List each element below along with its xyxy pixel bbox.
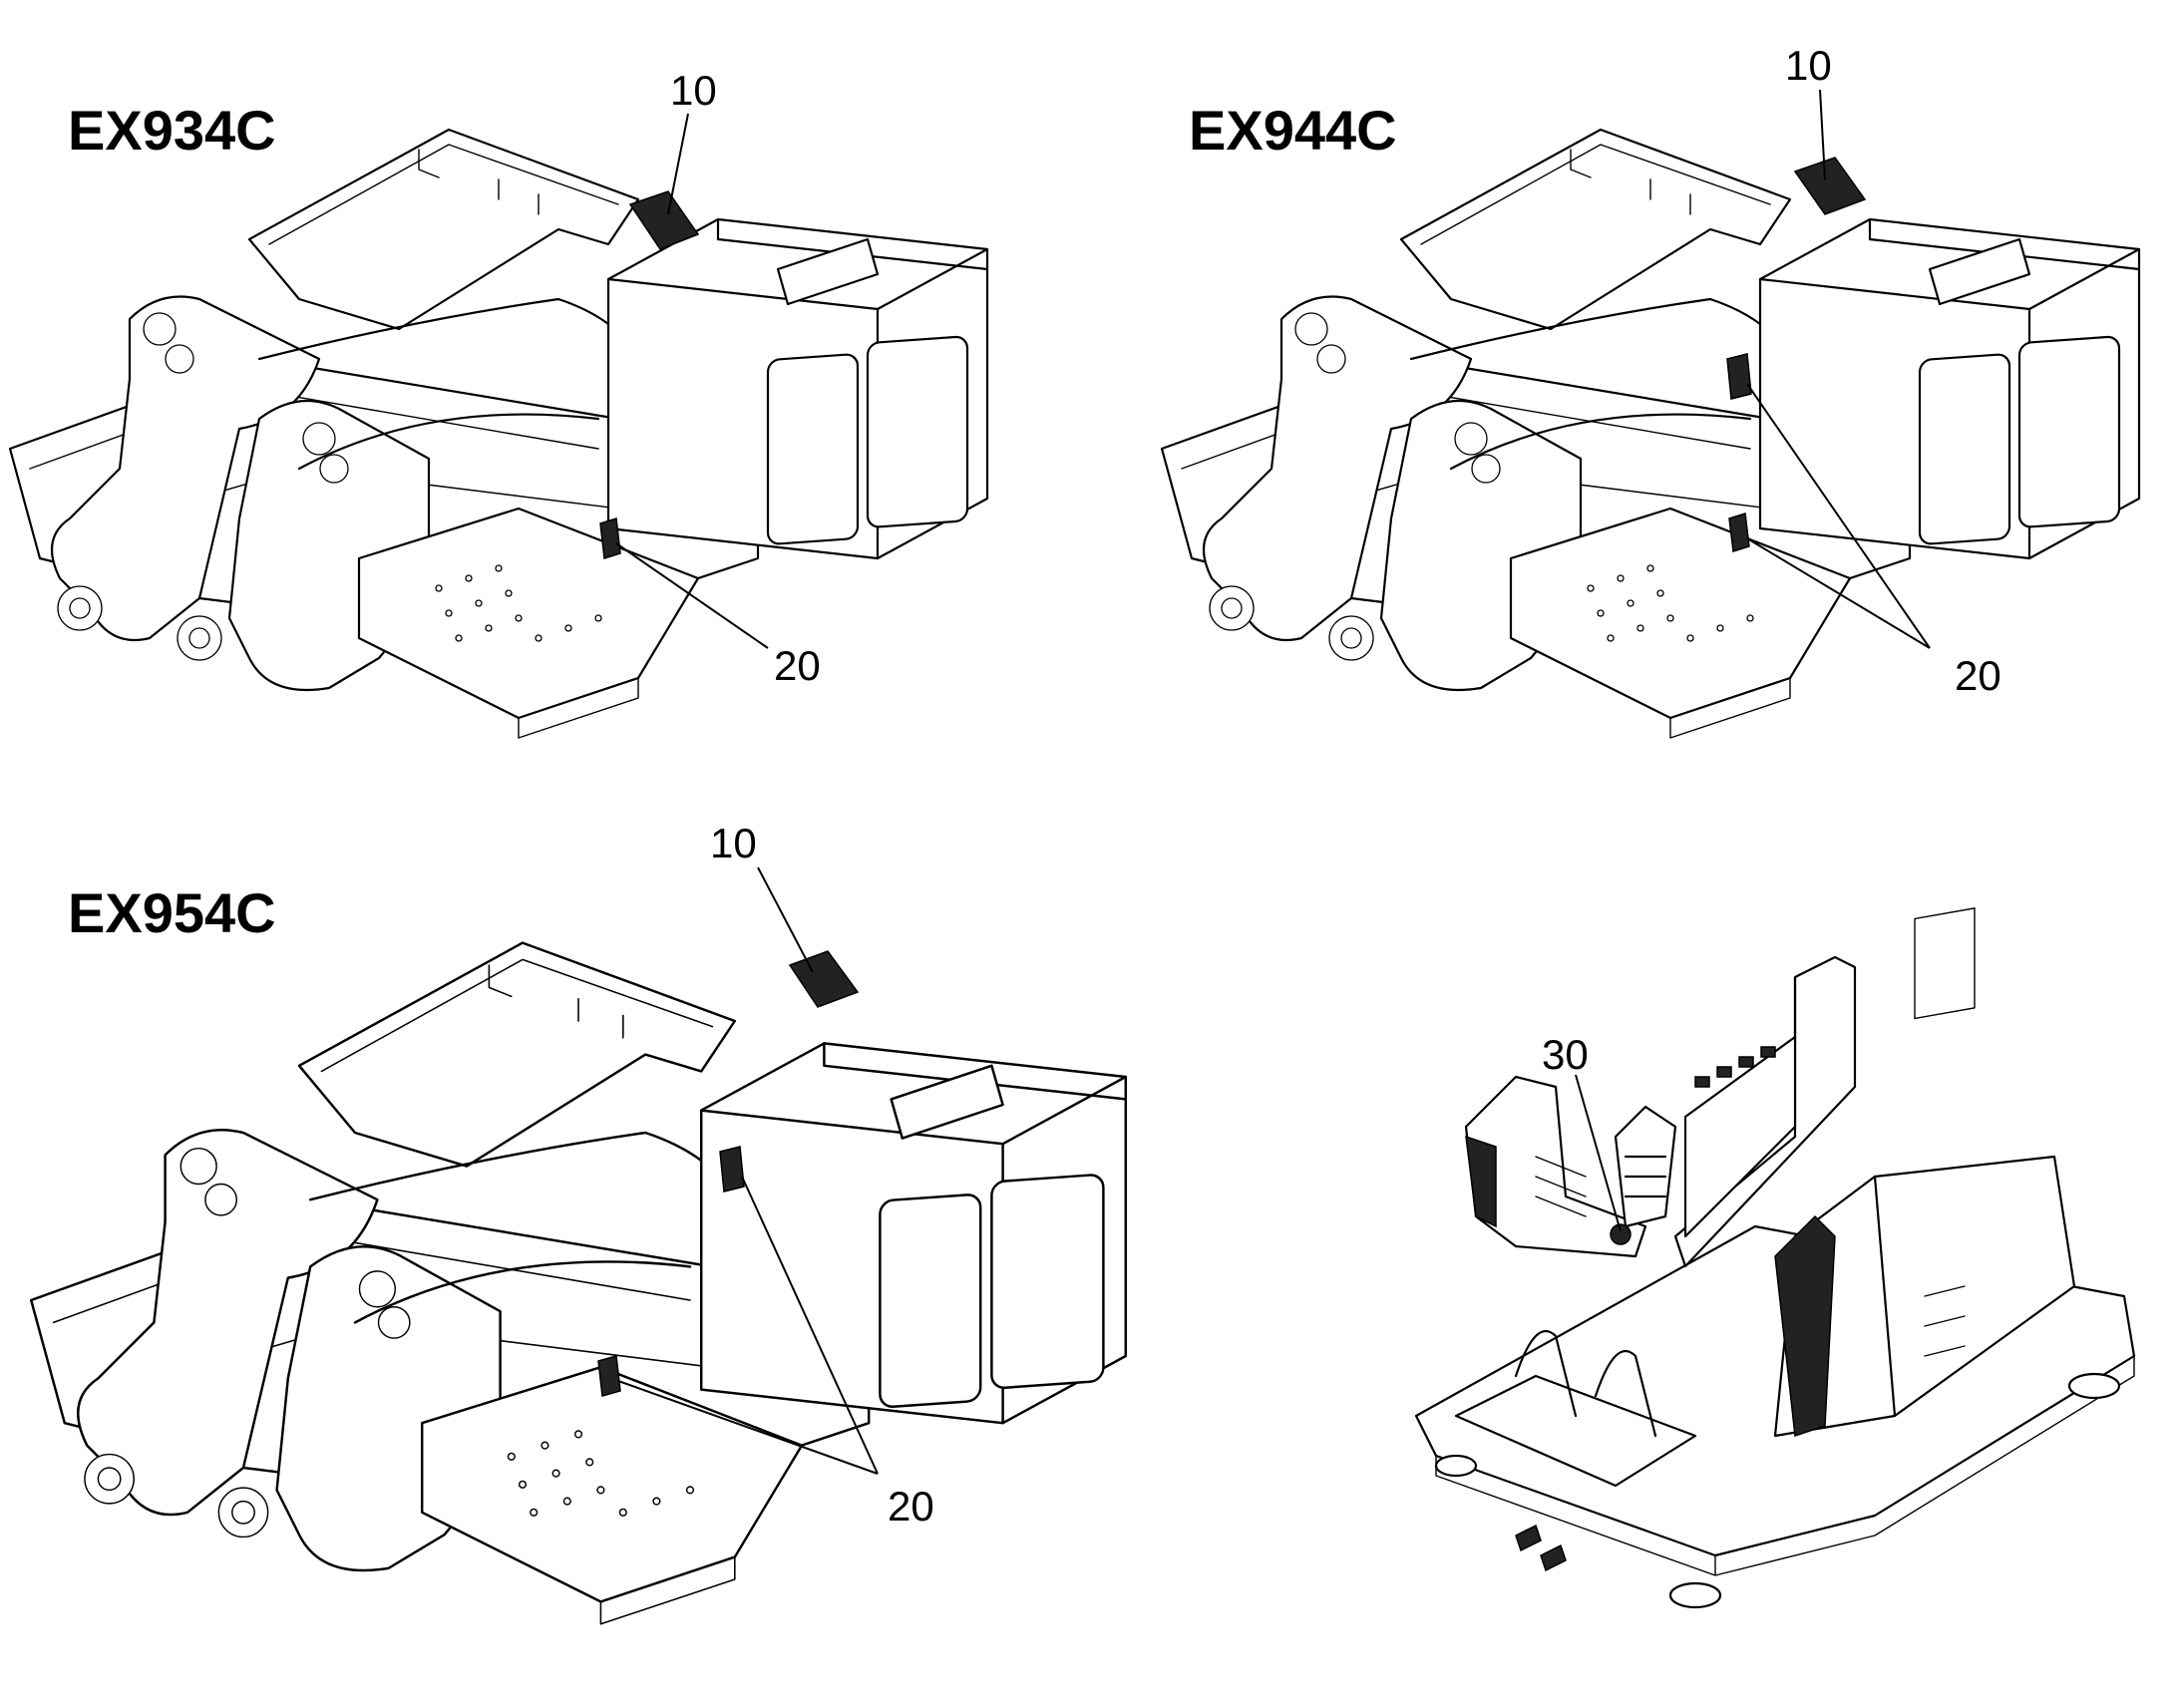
part-20-component [599, 517, 621, 559]
callout-20: 20 [888, 1483, 934, 1530]
upper-frame-ex934c [8, 128, 989, 740]
panel-ex934c: EX934C 10 20 [8, 67, 989, 740]
leader-line-10 [757, 866, 814, 973]
part-20-component-lower [597, 1355, 621, 1397]
callout-10: 10 [670, 67, 717, 114]
part-10-component [628, 190, 700, 250]
callout-10: 10 [710, 820, 757, 866]
part-20-component-lower [1728, 512, 1750, 552]
leader-line-20 [615, 542, 769, 649]
panel-ex954c: EX954C 10 20 [29, 820, 1128, 1626]
leader-line-20b [1746, 537, 1931, 649]
part-20-component [719, 1146, 745, 1193]
callout-20: 20 [774, 642, 821, 689]
upper-frame-ex944c [1160, 128, 2141, 740]
part-10-component [1793, 157, 1867, 215]
part-30-component [1610, 1223, 1632, 1245]
bolt-hardware [1515, 1524, 1542, 1552]
upper-frame-ex954c [29, 941, 1128, 1626]
part-20-component [1726, 353, 1752, 400]
model-title: EX944C [1189, 99, 1397, 162]
callout-30: 30 [1542, 1031, 1589, 1078]
pedal-assembly [1454, 1374, 1697, 1488]
part-10-component [788, 950, 860, 1008]
model-title: EX934C [68, 99, 276, 162]
callout-10: 10 [1785, 42, 1832, 89]
leader-line-20a [741, 1176, 879, 1475]
panel-ex944c: EX944C 10 20 [1160, 42, 2141, 740]
leader-line-30 [1575, 1074, 1622, 1232]
leader-line-20b [617, 1380, 879, 1475]
leader-line-20a [1746, 383, 1931, 649]
leader-line-10 [1819, 89, 1826, 180]
callout-20: 20 [1955, 652, 2001, 699]
left-console [1464, 1075, 1647, 1258]
model-title: EX954C [68, 881, 276, 944]
panel-cab-floor: 30 [1414, 907, 2136, 1609]
leader-line-10 [667, 113, 689, 215]
